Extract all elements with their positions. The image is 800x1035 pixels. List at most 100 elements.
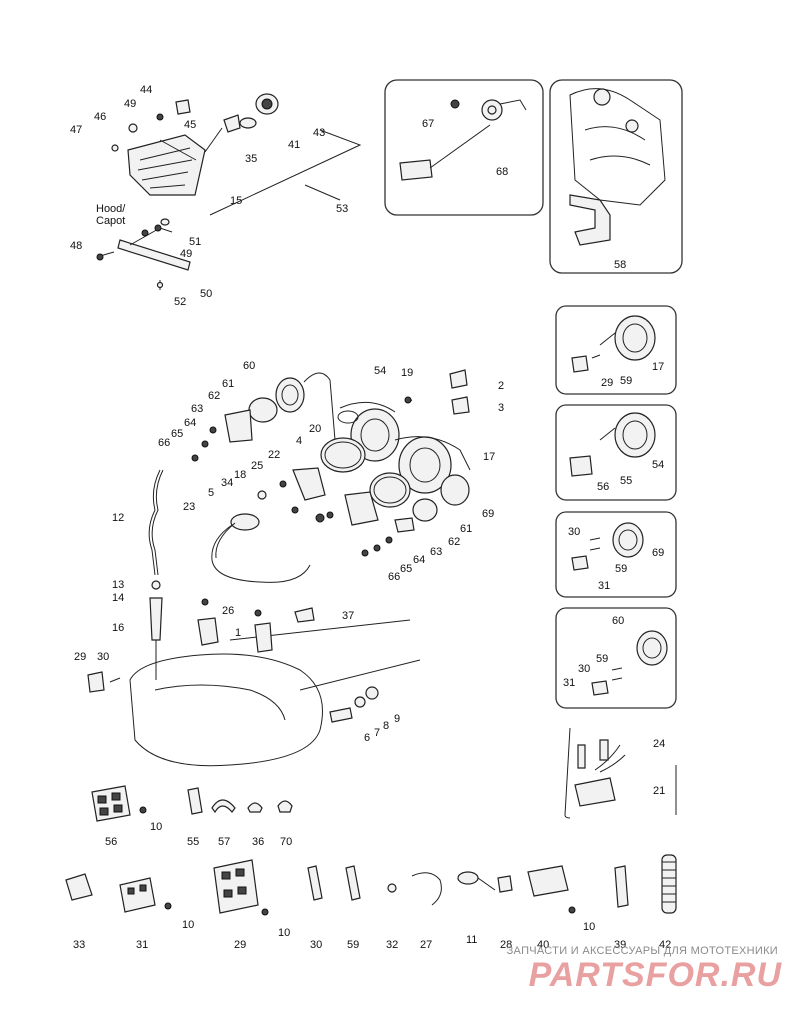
callout-10c: 10 (278, 927, 290, 939)
callout-68: 68 (496, 166, 508, 178)
callout-17: 17 (483, 451, 495, 463)
callout-10: 10 (150, 821, 162, 833)
callout-60b: 60 (612, 615, 624, 627)
callout-33: 33 (73, 939, 85, 951)
callout-63b: 63 (430, 546, 442, 558)
terminal-30 (307, 865, 323, 901)
callout-28: 28 (500, 939, 512, 951)
callout-42: 42 (659, 939, 671, 951)
callout-11: 11 (466, 934, 477, 946)
callout-20: 20 (309, 423, 321, 435)
terminal-39 (614, 865, 629, 908)
callout-39: 39 (614, 939, 626, 951)
callout-65: 65 (171, 428, 183, 440)
callout-30c: 30 (578, 663, 590, 675)
callout-6: 6 (364, 732, 370, 744)
watermark-tagline: ЗАПЧАСТИ И АКСЕССУАРЫ ДЛЯ МОТОТЕХНИКИ (506, 945, 778, 957)
callout-27: 27 (420, 939, 432, 951)
callout-53: 53 (336, 203, 348, 215)
throttle-cable (87, 469, 164, 693)
callout-13: 13 (112, 579, 124, 591)
callout-49: 49 (124, 98, 136, 110)
callout-55: 55 (620, 475, 632, 487)
callout-29c: 29 (234, 939, 246, 951)
callout-69b: 69 (652, 547, 664, 559)
callout-19: 19 (401, 367, 413, 379)
callout-59b: 59 (615, 563, 627, 575)
callout-45: 45 (184, 119, 196, 131)
callout-64b: 64 (413, 554, 425, 566)
callout-56b: 56 (105, 836, 117, 848)
callout-35: 35 (245, 153, 257, 165)
callout-44: 44 (140, 84, 152, 96)
gauge-69-box (555, 511, 677, 598)
tank-bracket-box (549, 79, 683, 274)
callout-59: 59 (620, 375, 632, 387)
callout-30b: 30 (568, 526, 580, 538)
watermark-logo: PARTSFOR.RU (528, 956, 782, 994)
callout-3: 3 (498, 402, 504, 414)
callout-43: 43 (313, 127, 325, 139)
callout-61b: 61 (460, 523, 472, 535)
callout-63: 63 (191, 403, 203, 415)
callout-29: 29 (74, 651, 86, 663)
ring-32 (387, 883, 397, 893)
sleeve-42 (661, 854, 677, 914)
hood-label-line1: Hood/ (96, 203, 126, 215)
strap-11 (457, 871, 479, 885)
callout-2: 2 (498, 380, 504, 392)
callout-7: 7 (374, 727, 380, 739)
connector-29 (213, 859, 269, 916)
callout-31: 31 (598, 580, 610, 592)
callout-31b: 31 (563, 677, 575, 689)
callout-46: 46 (94, 111, 106, 123)
clip-55 (187, 787, 203, 815)
callout-21: 21 (653, 785, 665, 797)
callout-62b: 62 (448, 536, 460, 548)
clip-28 (497, 875, 513, 893)
callout-12: 12 (112, 512, 124, 524)
gauge-cluster (191, 369, 471, 583)
speedo-variant-box (555, 404, 677, 501)
tach-variant-box-1 (555, 305, 677, 395)
connector-31 (119, 877, 172, 913)
callout-31c: 31 (136, 939, 148, 951)
callout-30: 30 (97, 651, 109, 663)
regulator-box (564, 727, 677, 819)
callout-67: 67 (422, 118, 434, 130)
callout-34: 34 (221, 477, 233, 489)
callout-52: 52 (174, 296, 186, 308)
fuel-sender-box (384, 79, 544, 216)
connector-40 (527, 865, 576, 914)
callout-23: 23 (183, 501, 195, 513)
connector-56 (91, 785, 147, 822)
callout-4: 4 (296, 435, 302, 447)
callout-49b: 49 (180, 248, 192, 260)
callout-1: 1 (235, 627, 241, 639)
gauge-60-box (555, 607, 677, 709)
hood-label-line2: Capot (96, 215, 125, 227)
callout-51: 51 (189, 236, 201, 248)
callout-47: 47 (70, 124, 82, 136)
callout-56: 56 (597, 481, 609, 493)
callout-9: 9 (394, 713, 400, 725)
callout-15: 15 (230, 195, 242, 207)
fuel-tank-outline (129, 598, 421, 767)
callout-32: 32 (386, 939, 398, 951)
callout-37: 37 (342, 610, 354, 622)
tie-27 (411, 872, 442, 906)
callout-57: 57 (218, 836, 230, 848)
callout-66b: 66 (388, 571, 400, 583)
clip-70 (277, 800, 293, 813)
callout-64: 64 (184, 417, 196, 429)
callout-22: 22 (268, 449, 280, 461)
callout-14: 14 (112, 592, 124, 604)
callout-30d: 30 (310, 939, 322, 951)
terminal-59 (345, 865, 361, 901)
callout-54b: 54 (652, 459, 664, 471)
callout-10b: 10 (182, 919, 194, 931)
callout-66: 66 (158, 437, 170, 449)
callout-25: 25 (251, 460, 263, 472)
callout-17b: 17 (652, 361, 664, 373)
